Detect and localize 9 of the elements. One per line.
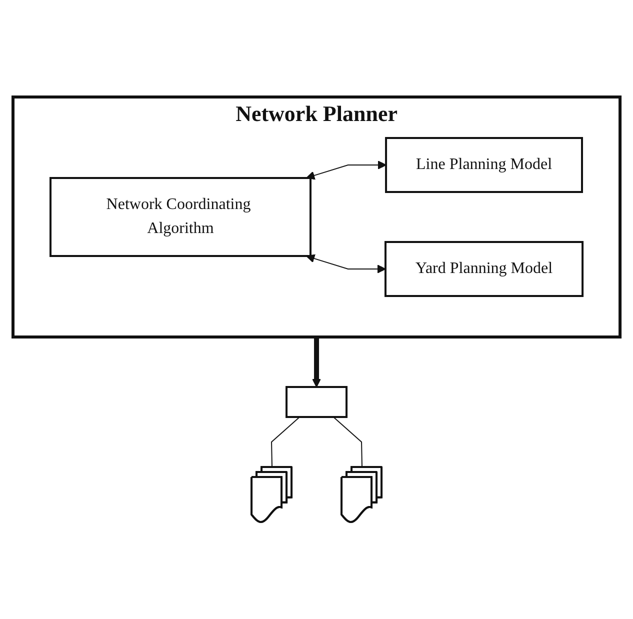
node-box: Line Planning Model xyxy=(385,137,583,193)
node-box: Yard Planning Model xyxy=(384,241,584,297)
node-box: Network Coordinating Algorithm xyxy=(49,177,312,257)
arrow xyxy=(306,254,386,274)
arrow xyxy=(312,337,321,388)
connector xyxy=(332,416,362,468)
connector xyxy=(271,416,300,468)
arrow xyxy=(306,160,386,180)
node-box xyxy=(286,386,348,418)
